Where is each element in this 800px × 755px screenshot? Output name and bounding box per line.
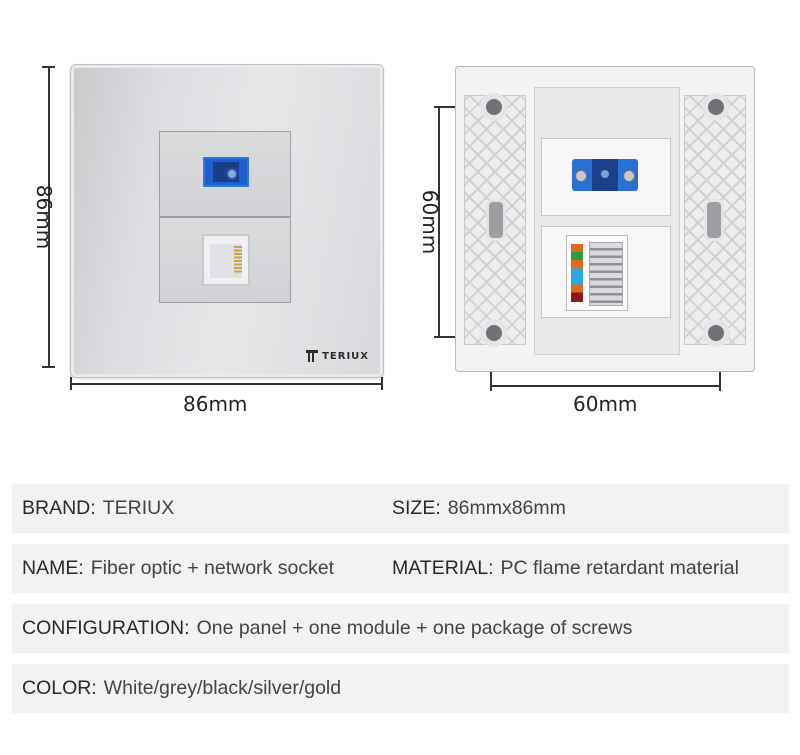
keystone-frame — [541, 226, 671, 318]
front-height-label: 86mm — [32, 184, 57, 250]
left-rail — [464, 95, 526, 345]
back-width-label: 60mm — [573, 392, 638, 416]
spec-key: MATERIAL: — [392, 557, 494, 579]
mount-slot — [486, 199, 506, 241]
mount-slot — [704, 199, 724, 241]
front-panel-image: TERIUX — [70, 64, 384, 378]
module-bay — [534, 87, 680, 355]
spec-size: SIZE: 86mmx86mm — [392, 484, 566, 533]
spec-row: BRAND: TERIUX SIZE: 86mmx86mm — [12, 484, 789, 533]
spec-key: NAME: — [22, 557, 84, 579]
spec-row: COLOR: White/grey/black/silver/gold — [12, 664, 789, 713]
sc-fiber-adapter-icon — [572, 159, 638, 191]
sc-fiber-port-icon — [203, 157, 249, 187]
spec-value: Fiber optic + network socket — [90, 557, 335, 579]
dimension-line — [490, 385, 720, 387]
back-panel-image — [455, 66, 755, 372]
spec-key: CONFIGURATION: — [22, 617, 190, 639]
spec-configuration: CONFIGURATION: One panel + one module + o… — [22, 604, 632, 653]
dimension-tick — [42, 66, 55, 68]
fiber-module — [159, 131, 291, 217]
spec-value: PC flame retardant material — [500, 557, 739, 579]
logo-text: TERIUX — [322, 350, 369, 362]
spec-value: White/grey/black/silver/gold — [103, 677, 342, 699]
spec-row: CONFIGURATION: One panel + one module + o… — [12, 604, 789, 653]
screw-hole-icon — [702, 319, 730, 347]
spec-brand: BRAND: TERIUX — [22, 484, 174, 533]
spec-name: NAME: Fiber optic + network socket — [22, 544, 334, 593]
spec-value: One panel + one module + one package of … — [196, 617, 633, 639]
dimension-line — [438, 106, 440, 336]
spec-row: NAME: Fiber optic + network socket MATERI… — [12, 544, 789, 593]
spec-key: BRAND: — [22, 497, 96, 519]
spec-key: SIZE: — [392, 497, 441, 519]
brand-logo: TERIUX — [305, 349, 369, 363]
front-width-label: 86mm — [183, 392, 248, 416]
spec-material: MATERIAL: PC flame retardant material — [392, 544, 739, 593]
dimension-tick — [42, 366, 55, 368]
spec-color: COLOR: White/grey/black/silver/gold — [22, 664, 341, 713]
network-module — [159, 217, 291, 303]
fiber-adapter-frame — [541, 138, 671, 216]
dimension-line — [48, 66, 50, 366]
screw-hole-icon — [480, 319, 508, 347]
rj45-port-icon — [202, 234, 250, 286]
dimension-line — [70, 383, 382, 385]
back-height-label: 60mm — [418, 189, 443, 255]
spec-value: 86mmx86mm — [447, 497, 566, 519]
screw-hole-icon — [480, 93, 508, 121]
dimension-tick — [70, 377, 72, 390]
dimension-tick — [381, 377, 383, 390]
rj45-keystone-jack-icon — [566, 235, 628, 311]
spec-value: TERIUX — [102, 497, 175, 519]
spec-key: COLOR: — [22, 677, 97, 699]
teriux-logo-icon — [306, 350, 319, 362]
screw-hole-icon — [702, 93, 730, 121]
